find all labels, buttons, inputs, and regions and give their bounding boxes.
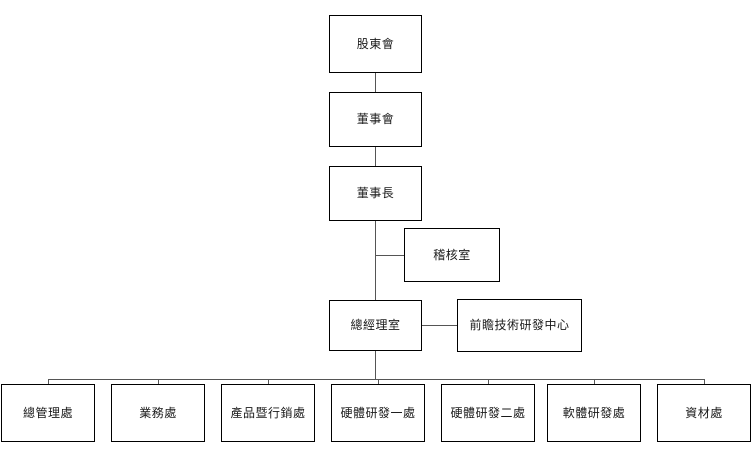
org-node-shareholders[interactable]: 股東會	[329, 15, 422, 73]
org-node-label: 股東會	[356, 36, 395, 51]
org-node-label: 資材處	[685, 405, 723, 420]
org-node-label: 董事長	[356, 186, 395, 201]
org-node-hardware-rd-2[interactable]: 硬體研發二處	[441, 384, 535, 442]
org-node-hardware-rd-1[interactable]: 硬體研發一處	[331, 384, 425, 442]
org-node-label: 董事會	[356, 112, 395, 127]
org-node-president-office[interactable]: 總經理室	[329, 300, 422, 351]
connector-trunk-to-audit-office	[375, 255, 404, 256]
connector-drop-materials	[704, 379, 705, 384]
org-node-audit-office[interactable]: 稽核室	[404, 228, 500, 282]
org-node-label: 總經理室	[350, 318, 401, 333]
org-node-board[interactable]: 董事會	[329, 92, 422, 147]
connector-drop-hardware-rd-1	[378, 379, 379, 384]
org-node-label: 總管理處	[22, 405, 73, 420]
org-node-label: 硬體研發一處	[340, 405, 416, 420]
org-node-label: 前瞻技術研發中心	[469, 318, 570, 333]
org-node-label: 稽核室	[433, 247, 471, 262]
connector-drop-product-marketing	[268, 379, 269, 384]
connector-drop-software-rd	[594, 379, 595, 384]
connector-president-to-adv-tech	[422, 325, 457, 326]
org-node-product-marketing[interactable]: 產品暨行銷處	[221, 384, 315, 442]
connector-board-to-chairman	[375, 147, 376, 166]
org-node-label: 產品暨行銷處	[230, 405, 306, 420]
org-node-adv-tech-rd-center[interactable]: 前瞻技術研發中心	[457, 299, 582, 352]
org-node-label: 硬體研發二處	[450, 405, 526, 420]
connector-drop-hardware-rd-2	[488, 379, 489, 384]
org-node-label: 業務處	[139, 405, 177, 420]
org-node-label: 軟體研發處	[562, 405, 626, 420]
org-node-general-admin[interactable]: 總管理處	[1, 384, 95, 442]
connector-chairman-to-president	[375, 221, 376, 300]
connector-shareholders-to-board	[375, 73, 376, 92]
connector-president-to-divisions	[375, 351, 376, 379]
org-node-chairman[interactable]: 董事長	[329, 166, 422, 221]
connector-drop-general-admin	[48, 379, 49, 384]
connector-drop-sales	[158, 379, 159, 384]
org-node-materials[interactable]: 資材處	[657, 384, 751, 442]
connector-divisions-busbar	[48, 379, 704, 380]
org-node-software-rd[interactable]: 軟體研發處	[547, 384, 641, 442]
org-node-sales[interactable]: 業務處	[111, 384, 205, 442]
